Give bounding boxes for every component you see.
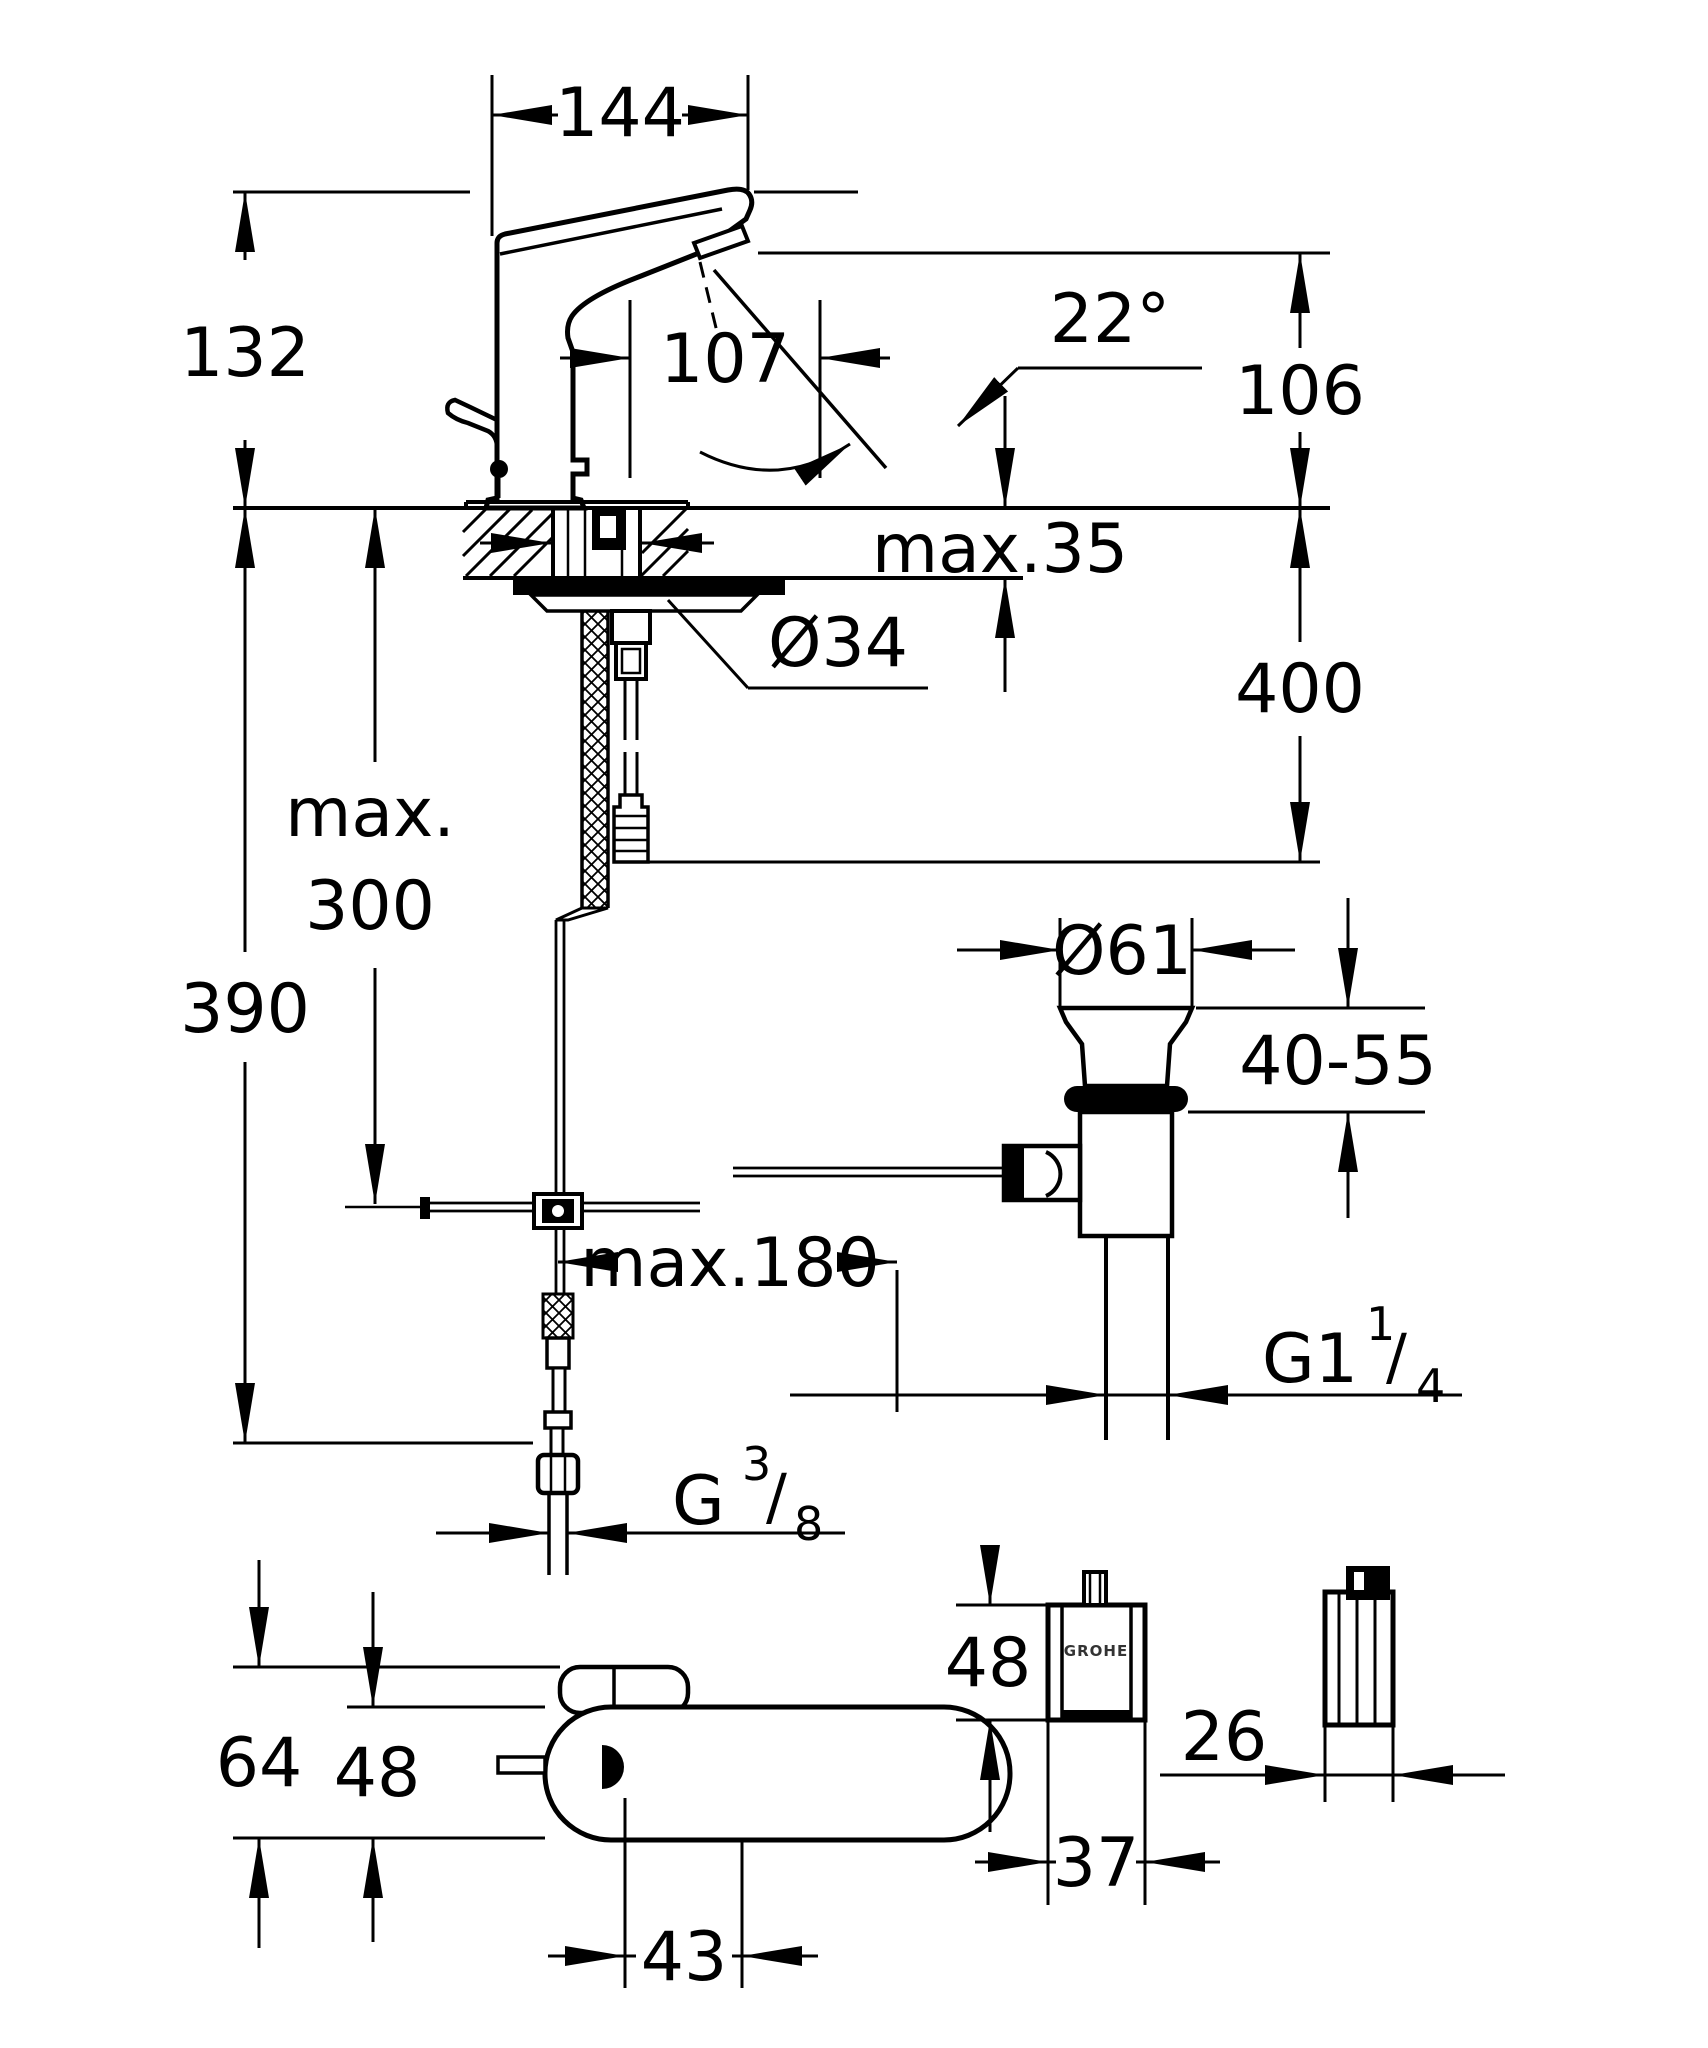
counter-section <box>233 500 1330 613</box>
dim-psu-width-label: 37 <box>1053 1824 1140 1903</box>
dim-angle-label: 22° <box>1050 280 1171 359</box>
psu-side-cap <box>1346 1566 1390 1600</box>
dim-hole-dia-label: Ø34 <box>768 604 908 683</box>
locknut-band <box>513 578 785 595</box>
psu-side-outline <box>1322 1589 1396 1728</box>
psu-side-view <box>1322 1566 1396 1728</box>
dim-max300-line1: max. <box>285 774 455 853</box>
faucet-outline <box>482 186 755 511</box>
hose-neck <box>549 1426 565 1457</box>
dimension-arrows <box>235 105 1505 1966</box>
g114-base: G1 <box>1262 1320 1358 1399</box>
braided-hose <box>582 612 608 908</box>
psu-side-cap-slot <box>1354 1572 1364 1590</box>
g38-sub: 8 <box>794 1497 823 1551</box>
braid-segment <box>541 1292 575 1340</box>
waste-oring <box>1064 1086 1188 1112</box>
dim-max300-line2: 300 <box>305 867 435 946</box>
angle-arc <box>699 442 851 486</box>
dim-psu-height-label: 48 <box>945 1624 1032 1703</box>
dim-height-label: 132 <box>180 314 310 393</box>
mounting-shank <box>551 508 642 578</box>
shank-adapter <box>610 609 652 645</box>
shank-washer <box>526 593 762 613</box>
waste-assembly <box>1001 1005 1196 1440</box>
dim-deck-max-label: max.35 <box>872 510 1128 589</box>
sensor-beam <box>712 268 888 470</box>
dim-plan-total-label: 64 <box>216 1724 303 1803</box>
dim-plan-body-label: 48 <box>334 1734 421 1813</box>
g38-base: G <box>672 1462 725 1541</box>
sensor-axis-dashed <box>698 261 720 337</box>
g114-slash: / <box>1386 1320 1407 1393</box>
dimension-labels: 144 132 107 22° 106 max.35 Ø34 400 max. … <box>180 74 1445 1997</box>
waste-funnel <box>1056 1005 1196 1089</box>
reference-lines <box>233 75 1462 1988</box>
faucet-side-view <box>445 186 888 511</box>
dim-reach-label: 144 <box>555 74 685 153</box>
g38-sup: 3 <box>742 1437 771 1491</box>
psu-logo: GROHE <box>1064 1642 1128 1660</box>
pop-up-rod-assembly <box>345 1166 1004 1230</box>
g114-sub: 4 <box>1416 1359 1445 1413</box>
label-bg-43 <box>636 1916 732 1992</box>
hose-collar <box>543 1410 573 1430</box>
hose-fitting <box>545 1336 571 1370</box>
dim-hose-length-label: 400 <box>1235 650 1365 729</box>
temperature-lever <box>445 397 508 498</box>
aerator-outlet <box>691 223 751 261</box>
adapter-inner <box>620 647 642 675</box>
g38-slash: / <box>766 1460 787 1533</box>
psu-base-band <box>1062 1710 1131 1720</box>
spout-inner-line <box>499 207 723 256</box>
rod-tee <box>532 1192 584 1230</box>
hose-taper <box>555 906 609 922</box>
plan-temp-lever-tab <box>496 1755 547 1775</box>
dim-g38-label: G 3 / 8 <box>672 1437 823 1551</box>
hose-stem <box>551 1366 567 1414</box>
dim-sensor-distance-label: 107 <box>660 320 790 399</box>
dim-waste-dia-label: Ø61 <box>1052 912 1192 991</box>
dim-psu-depth-label: 26 <box>1181 1698 1268 1777</box>
supply-hose <box>554 612 610 1194</box>
g38-nut <box>535 1452 581 1496</box>
hose-lower-end <box>535 1228 581 1575</box>
rod-end-cap <box>420 1197 430 1219</box>
dim-clamp-range-label: 40-55 <box>1239 1022 1437 1101</box>
g114-sup: 1 <box>1366 1297 1395 1351</box>
label-bg-37 <box>1056 1822 1136 1898</box>
plug-ribs <box>614 814 648 853</box>
power-cable-plug-column <box>610 609 652 864</box>
dim-g114-label: G1 1 / 4 <box>1262 1297 1445 1413</box>
dim-outlet-height-label: 106 <box>1235 352 1365 431</box>
dim-rod-reach-label: max.180 <box>580 1224 880 1303</box>
psu-nipple <box>1082 1570 1108 1607</box>
dim-plan-sensor-label: 43 <box>641 1918 728 1997</box>
ball-rod-housing <box>1001 1143 1083 1203</box>
dim-below-deck-label: 390 <box>180 970 310 1049</box>
psu-front-view: GROHE <box>1045 1570 1148 1723</box>
waste-body <box>1077 1109 1175 1239</box>
plan-sensor-window <box>602 1745 624 1789</box>
plan-view <box>496 1664 1013 1843</box>
